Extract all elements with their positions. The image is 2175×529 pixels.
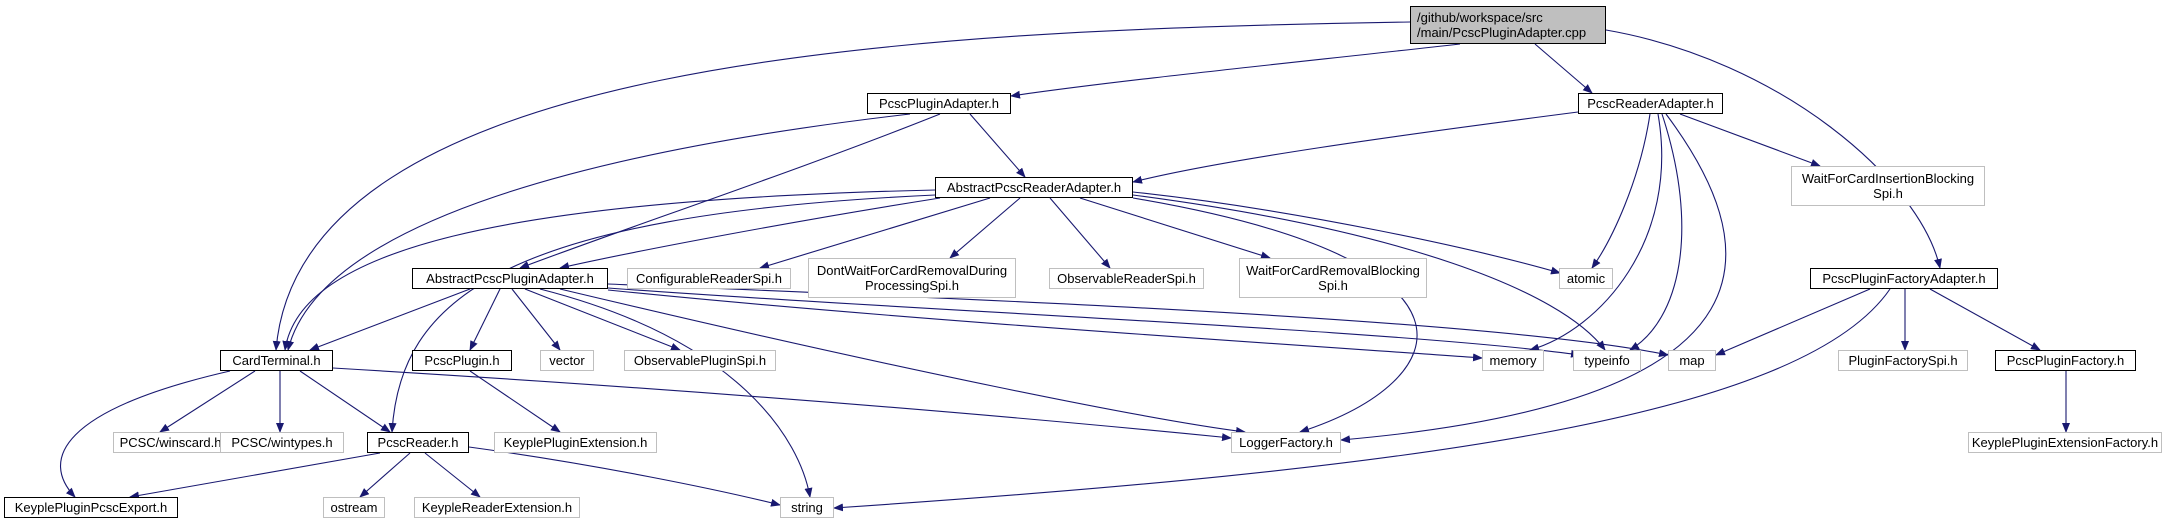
node-keyple-plugin-extension-factory-h[interactable]: KeyplePluginExtensionFactory.h <box>1968 432 2162 453</box>
edge-abstract-reader-to-configurable <box>759 197 991 270</box>
edge-abstract-reader-to-atomic <box>1132 191 1561 275</box>
edge-abstract-reader-to-typeinfo <box>1132 194 1606 351</box>
node-wait-for-card-insertion-blocking-spi-h[interactable]: WaitForCardInsertionBlocking Spi.h <box>1791 166 1985 206</box>
edge-pcsc-reader-to-keyple-reader-extension <box>424 452 481 498</box>
node-abstract-pcsc-reader-adapter-h[interactable]: AbstractPcscReaderAdapter.h <box>935 177 1133 198</box>
edge-root-to-card-terminal-h <box>272 21 1411 351</box>
node-card-terminal-h[interactable]: CardTerminal.h <box>220 350 333 371</box>
edge-abstract-plugin-to-memory <box>607 289 1483 362</box>
node-pcsc-plugin-factory-adapter-h[interactable]: PcscPluginFactoryAdapter.h <box>1810 268 1998 289</box>
edge-card-terminal-to-winscard <box>159 370 256 433</box>
node-memory[interactable]: memory <box>1482 350 1544 371</box>
edge-abstract-plugin-to-typeinfo <box>607 287 1581 358</box>
node-dont-wait-for-card-removal-during-processing-spi-h[interactable]: DontWaitForCardRemovalDuring ProcessingS… <box>808 258 1016 298</box>
edge-abstract-reader-to-logger-factory <box>1132 197 1418 434</box>
edge-pcsc-plugin-factory-adapter-to-string <box>833 288 1891 512</box>
node-keyple-reader-extension-h[interactable]: KeypleReaderExtension.h <box>414 497 580 518</box>
node-ostream[interactable]: ostream <box>323 497 385 518</box>
edge-abstract-plugin-to-card-terminal-h <box>309 288 471 351</box>
node-pcsc-plugin-factory-h[interactable]: PcscPluginFactory.h <box>1995 350 2136 371</box>
edge-abstract-plugin-to-logger-factory <box>559 288 1246 435</box>
edge-abstract-plugin-to-observable-plugin <box>524 288 681 351</box>
node-pcsc-reader-h[interactable]: PcscReader.h <box>367 432 469 453</box>
node-pcsc-reader-adapter-h[interactable]: PcscReaderAdapter.h <box>1578 93 1723 114</box>
edge-pcsc-plugin-adapter-h-to-abstract-plugin <box>519 113 941 269</box>
node-atomic[interactable]: atomic <box>1559 268 1613 289</box>
edge-card-terminal-to-logger-factory <box>332 367 1232 442</box>
edge-root-to-pcsc-reader-adapter-h <box>1534 43 1593 94</box>
node-pcsc-winscard-h[interactable]: PCSC/winscard.h <box>113 432 228 453</box>
node-keyple-plugin-pcsc-export-h[interactable]: KeyplePluginPcscExport.h <box>4 497 178 518</box>
node-pcsc-wintypes-h[interactable]: PCSC/wintypes.h <box>220 432 344 453</box>
edge-pcsc-reader-adapter-h-to-atomic <box>1591 113 1651 269</box>
edge-pcsc-reader-adapter-h-to-memory <box>1529 113 1663 352</box>
edge-root-to-pcsc-plugin-factory-adapter-h <box>1605 29 1942 269</box>
node-keyple-plugin-extension-h[interactable]: KeyplePluginExtension.h <box>494 432 657 453</box>
node-plugin-factory-spi-h[interactable]: PluginFactorySpi.h <box>1838 350 1968 371</box>
node-abstract-pcsc-plugin-adapter-h[interactable]: AbstractPcscPluginAdapter.h <box>412 268 608 289</box>
node-map[interactable]: map <box>1668 350 1716 371</box>
edge-pcsc-reader-adapter-h-to-wait-insertion <box>1679 113 1821 167</box>
edge-abstract-plugin-to-map <box>607 283 1669 358</box>
edge-pcsc-plugin-factory-adapter-to-pcsc-plugin-factory <box>1929 288 2041 351</box>
edge-abstract-reader-to-card-terminal-h <box>282 189 936 351</box>
node-pcsc-plugin-adapter-h[interactable]: PcscPluginAdapter.h <box>867 93 1011 114</box>
edge-card-terminal-to-pcsc-reader-h <box>299 370 391 433</box>
edge-pcsc-plugin-adapter-h-to-abstract-reader <box>969 113 1026 178</box>
edge-abstract-plugin-to-pcsc-plugin-h <box>469 288 501 351</box>
edge-pcsc-reader-to-keyple-plugin-pcsc-export <box>129 452 381 500</box>
edge-abstract-plugin-to-string <box>539 288 813 498</box>
edge-abstract-plugin-to-vector <box>511 288 561 351</box>
edge-pcsc-reader-to-ostream <box>359 452 411 498</box>
edge-pcsc-plugin-factory-adapter-to-map <box>1715 288 1871 356</box>
edge-pcsc-reader-adapter-h-to-logger-factory <box>1340 113 1727 444</box>
edge-card-terminal-to-keyple-plugin-pcsc-export <box>60 370 231 498</box>
node-pcsc-plugin-adapter-cpp[interactable]: /github/workspace/src /main/PcscPluginAd… <box>1410 6 1606 44</box>
edge-pcsc-reader-adapter-h-to-abstract-reader <box>1132 111 1579 184</box>
node-pcsc-plugin-h[interactable]: PcscPlugin.h <box>412 350 512 371</box>
node-vector[interactable]: vector <box>540 350 594 371</box>
node-string[interactable]: string <box>780 497 834 518</box>
node-wait-for-card-removal-blocking-spi-h[interactable]: WaitForCardRemovalBlocking Spi.h <box>1239 258 1427 298</box>
edge-abstract-reader-to-wait-removal <box>1079 197 1271 260</box>
node-logger-factory-h[interactable]: LoggerFactory.h <box>1231 432 1341 453</box>
edge-pcsc-reader-adapter-h-to-typeinfo <box>1629 113 1683 351</box>
edge-abstract-reader-to-abstract-plugin <box>559 197 941 270</box>
node-typeinfo[interactable]: typeinfo <box>1573 350 1641 371</box>
node-observable-reader-spi-h[interactable]: ObservableReaderSpi.h <box>1049 268 1204 289</box>
edge-abstract-reader-to-dont-wait <box>949 197 1021 259</box>
node-observable-plugin-spi-h[interactable]: ObservablePluginSpi.h <box>624 350 776 371</box>
edge-abstract-reader-to-observable-reader <box>1049 197 1111 269</box>
edge-pcsc-plugin-to-keyple-plugin-extension <box>469 370 561 433</box>
node-configurable-reader-spi-h[interactable]: ConfigurableReaderSpi.h <box>627 268 791 289</box>
edge-root-to-pcsc-plugin-adapter-h <box>1010 43 1461 99</box>
edge-pcsc-reader-to-string <box>468 446 781 507</box>
edge-pcsc-plugin-adapter-h-to-card-terminal-h <box>286 113 911 351</box>
